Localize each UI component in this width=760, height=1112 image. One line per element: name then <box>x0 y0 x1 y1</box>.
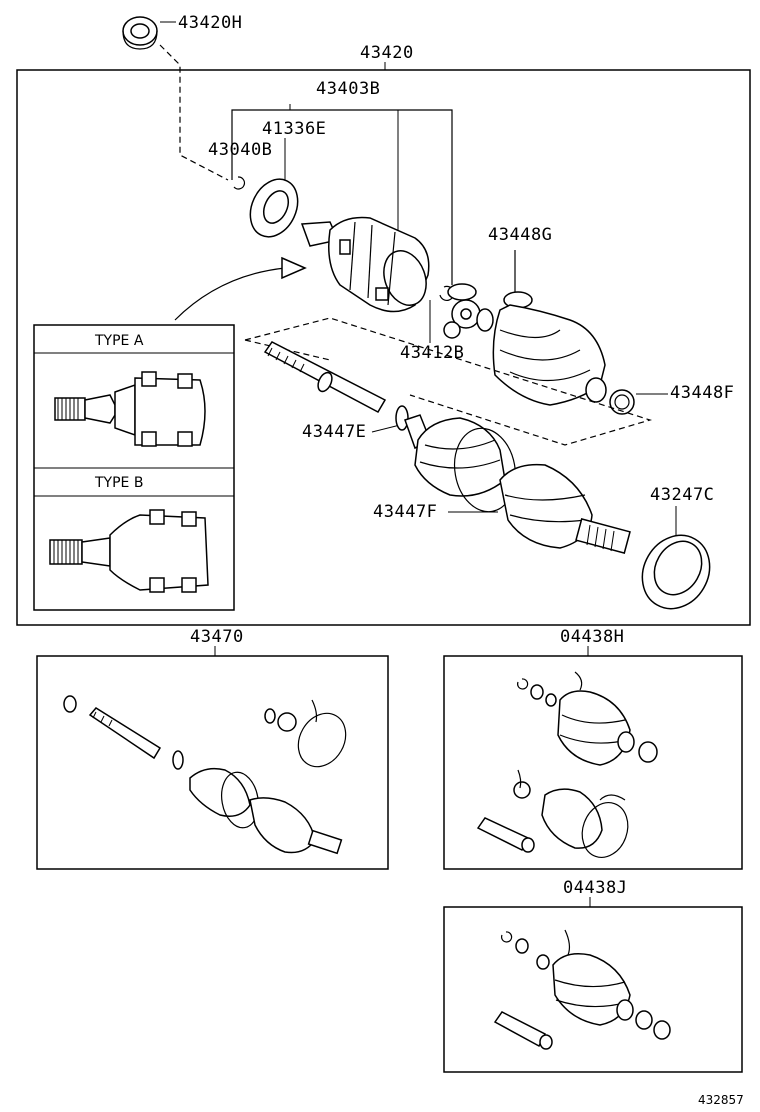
label-43403B: 43403B <box>316 79 380 99</box>
kit-04438H-box <box>443 655 743 870</box>
part-shaft-outboard <box>263 341 387 414</box>
label-43420: 43420 <box>360 43 414 63</box>
label-43448G: 43448G <box>488 225 552 245</box>
part-tripod <box>443 283 494 339</box>
label-type-a: TYPE A <box>94 333 144 349</box>
part-43470-drawing <box>63 695 347 855</box>
part-snap-ring-43040B <box>233 176 246 190</box>
part-43420H-seal <box>122 16 158 50</box>
part-41336E-washer <box>249 178 299 238</box>
label-43447F: 43447F <box>373 502 437 522</box>
part-04438J-drawing <box>493 929 671 1050</box>
part-outboard-boot <box>414 417 631 555</box>
kit-04438J-box <box>443 906 743 1073</box>
type-b-joint-drawing <box>49 509 209 593</box>
part-43448F-clamp <box>609 389 635 415</box>
figure-id: 432857 <box>698 1093 744 1107</box>
part-inboard-joint-housing <box>300 216 430 313</box>
label-41336E: 41336E <box>262 119 326 139</box>
label-43420H: 43420H <box>178 13 242 33</box>
label-43412B: 43412B <box>400 343 464 363</box>
label-43040B: 43040B <box>208 140 272 160</box>
type-a-joint-drawing <box>54 371 206 447</box>
assembly-43420-box <box>16 69 751 626</box>
part-04438H-drawing <box>476 671 658 858</box>
label-04438H: 04438H <box>560 627 624 647</box>
label-43448F: 43448F <box>670 383 734 403</box>
label-43470: 43470 <box>190 627 244 647</box>
part-43247C-ring <box>641 534 711 610</box>
label-type-b: TYPE B <box>94 475 143 491</box>
assembly-43470-box <box>36 655 389 870</box>
part-inboard-boot <box>492 291 607 406</box>
label-43247C: 43247C <box>650 485 714 505</box>
label-04438J: 04438J <box>563 878 627 898</box>
label-43447E: 43447E <box>302 422 366 442</box>
